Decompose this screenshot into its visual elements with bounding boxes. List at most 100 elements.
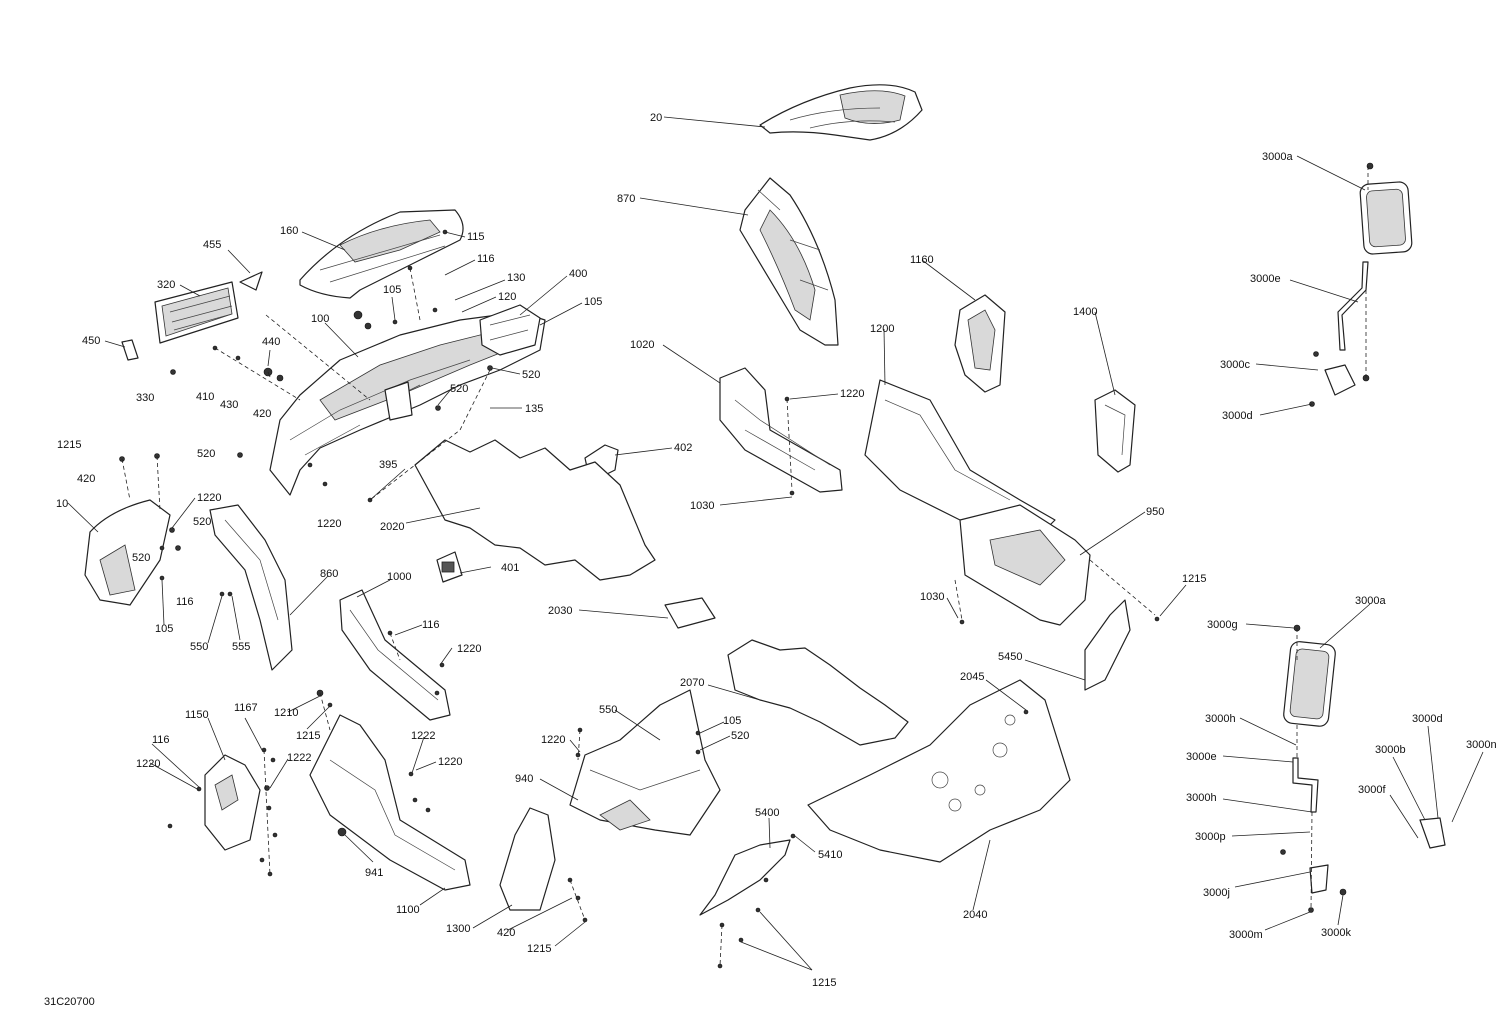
callout-520-d: 520 bbox=[193, 516, 211, 528]
part-320-grille bbox=[154, 281, 239, 344]
callout-105-b: 105 bbox=[383, 284, 401, 296]
part-1150-panel bbox=[204, 754, 261, 851]
callout-105-top: 105 bbox=[584, 296, 602, 308]
callout-520-a: 520 bbox=[522, 369, 540, 381]
callout-1220-d: 1220 bbox=[457, 643, 481, 655]
part-2020-panel bbox=[414, 439, 656, 581]
callout-1400: 1400 bbox=[1073, 306, 1097, 318]
part-401-bracket bbox=[436, 551, 463, 583]
callout-420-a: 420 bbox=[253, 408, 271, 420]
part-5400-panel bbox=[699, 839, 791, 916]
callout-10: 10 bbox=[56, 498, 68, 510]
callout-105-d: 105 bbox=[723, 715, 741, 727]
callout-1160: 1160 bbox=[910, 254, 934, 266]
callout-2030: 2030 bbox=[548, 605, 572, 617]
callout-1222-b: 1222 bbox=[287, 752, 311, 764]
callout-1100: 1100 bbox=[396, 904, 420, 916]
part-3000-bottom-mirror bbox=[1280, 624, 1446, 913]
part-20-hood bbox=[759, 84, 923, 141]
part-5450-panel bbox=[1084, 599, 1131, 691]
callout-555: 555 bbox=[232, 641, 250, 653]
callout-1222-a: 1222 bbox=[411, 730, 435, 742]
callout-2070: 2070 bbox=[680, 677, 704, 689]
callout-1030-a: 1030 bbox=[690, 500, 714, 512]
callout-3000h-a: 3000h bbox=[1205, 713, 1236, 725]
document-code: 31C20700 bbox=[44, 996, 95, 1008]
part-870-fascia bbox=[739, 177, 839, 346]
part-455-trim bbox=[239, 271, 263, 291]
callout-1220-c: 1220 bbox=[317, 518, 341, 530]
callout-330: 330 bbox=[136, 392, 154, 404]
part-1200-console bbox=[864, 379, 1056, 546]
callout-3000b: 3000b bbox=[1375, 744, 1406, 756]
part-1300-panel bbox=[499, 807, 556, 911]
callout-520-e: 520 bbox=[132, 552, 150, 564]
callout-3000e-top: 3000e bbox=[1250, 273, 1281, 285]
callout-400: 400 bbox=[569, 268, 587, 280]
callout-1020: 1020 bbox=[630, 339, 654, 351]
callout-3000g: 3000g bbox=[1207, 619, 1238, 631]
callout-455: 455 bbox=[203, 239, 221, 251]
callout-1167: 1167 bbox=[234, 702, 258, 714]
part-100-dashboard bbox=[269, 311, 546, 496]
callout-430: 430 bbox=[220, 399, 238, 411]
callout-116-d: 116 bbox=[152, 734, 170, 746]
callout-940: 940 bbox=[515, 773, 533, 785]
part-2030-plate bbox=[664, 597, 716, 629]
part-860-side-panel bbox=[209, 504, 293, 671]
callout-550-b: 550 bbox=[599, 704, 617, 716]
callout-2045: 2045 bbox=[960, 671, 984, 683]
part-3000-top-mirror bbox=[1309, 162, 1413, 407]
callout-440: 440 bbox=[262, 336, 280, 348]
callout-420-b: 420 bbox=[77, 473, 95, 485]
callout-3000a-b: 3000a bbox=[1355, 595, 1386, 607]
callout-5410: 5410 bbox=[818, 849, 842, 861]
hardware-fasteners bbox=[119, 229, 1160, 969]
part-1400-panel bbox=[1094, 389, 1136, 473]
callout-860: 860 bbox=[320, 568, 338, 580]
callout-1030-b: 1030 bbox=[920, 591, 944, 603]
callout-3000e-b: 3000e bbox=[1186, 751, 1217, 763]
callout-116-c: 116 bbox=[422, 619, 440, 631]
callout-1220-f: 1220 bbox=[438, 756, 462, 768]
callout-1220-g: 1220 bbox=[541, 734, 565, 746]
part-940-seat-base bbox=[569, 689, 721, 836]
callout-130: 130 bbox=[507, 272, 525, 284]
callout-5400: 5400 bbox=[755, 807, 779, 819]
leader-lines bbox=[67, 116, 1484, 971]
callout-1220-a: 1220 bbox=[840, 388, 864, 400]
callout-3000d-b: 3000d bbox=[1412, 713, 1443, 725]
callout-3000m: 3000m bbox=[1229, 929, 1263, 941]
callout-1210: 1210 bbox=[274, 707, 298, 719]
callout-120: 120 bbox=[498, 291, 516, 303]
callout-1215-d: 1215 bbox=[527, 943, 551, 955]
part-1000-rocker bbox=[339, 589, 451, 721]
part-1020-rail bbox=[719, 367, 843, 493]
callout-5450: 5450 bbox=[998, 651, 1022, 663]
callout-3000c: 3000c bbox=[1220, 359, 1250, 371]
callout-3000a-top: 3000a bbox=[1262, 151, 1293, 163]
part-950-floor-tray bbox=[959, 504, 1091, 626]
part-400-duct bbox=[479, 304, 541, 356]
callout-3000d-top: 3000d bbox=[1222, 410, 1253, 422]
callout-3000f: 3000f bbox=[1358, 784, 1386, 796]
callout-160: 160 bbox=[280, 225, 298, 237]
callout-2040: 2040 bbox=[963, 909, 987, 921]
callout-3000k: 3000k bbox=[1321, 927, 1351, 939]
callout-1215-e: 1215 bbox=[812, 977, 836, 989]
callout-1150: 1150 bbox=[185, 709, 209, 721]
callout-520-c: 520 bbox=[197, 448, 215, 460]
callout-1215-b: 1215 bbox=[1182, 573, 1206, 585]
callout-100: 100 bbox=[311, 313, 329, 325]
callout-950: 950 bbox=[1146, 506, 1164, 518]
callout-3000n: 3000n bbox=[1466, 739, 1497, 751]
part-450-trim bbox=[121, 339, 139, 361]
callout-1215-c: 1215 bbox=[296, 730, 320, 742]
callout-20: 20 bbox=[650, 112, 662, 124]
callout-labels: 20 870 3000a 3000e 3000c 3000d 160 115 1… bbox=[56, 112, 1497, 989]
callout-135: 135 bbox=[525, 403, 543, 415]
callout-410: 410 bbox=[196, 391, 214, 403]
callout-116-b: 116 bbox=[176, 596, 194, 608]
callout-550-a: 550 bbox=[190, 641, 208, 653]
